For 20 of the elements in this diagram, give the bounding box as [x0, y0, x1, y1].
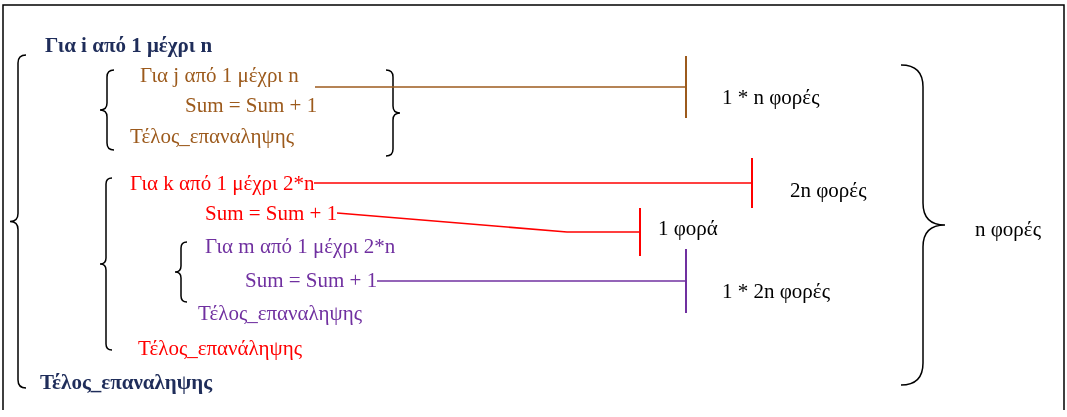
- code-line: Sum = Sum + 1: [205, 200, 338, 226]
- code-line: Sum = Sum + 1: [245, 267, 378, 293]
- code-line: Για k από 1 μέχρι 2*n: [130, 170, 315, 196]
- code-line: Τέλος_επαναληψης: [198, 300, 363, 326]
- code-line: Για m από 1 μέχρι 2*n: [205, 233, 396, 259]
- count-label: 1 * 2n φορές: [722, 278, 830, 304]
- code-line: Τέλος_επαναληψης: [40, 369, 213, 395]
- code-line: Τέλος_επανάληψης: [138, 335, 303, 361]
- code-line: Sum = Sum + 1: [185, 92, 318, 118]
- code-line: Για j από 1 μέχρι n: [140, 62, 299, 88]
- count-label: 2n φορές: [790, 177, 867, 203]
- count-label: n φορές: [968, 216, 1048, 242]
- code-line: Τέλος_επαναληψης: [130, 123, 295, 149]
- connector-line: [376, 248, 687, 314]
- count-label: 1 * n φορές: [722, 84, 820, 110]
- code-line: Για i από 1 μέχρι n: [45, 32, 213, 58]
- connector-line: [313, 157, 753, 209]
- connector-line: [336, 207, 641, 257]
- count-label: 1 φορά: [658, 215, 718, 241]
- connector-line: [314, 55, 687, 119]
